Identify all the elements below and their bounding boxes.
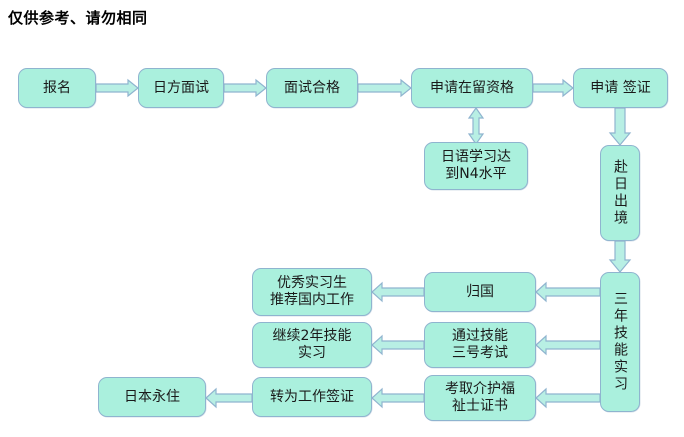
node-zhuanwei-gongzuo-qianzheng[interactable]: 转为工作签证 <box>252 377 372 417</box>
node-sannian-jineng-shixi[interactable]: 三年技能实习 <box>600 272 640 412</box>
edge-n8-n13 <box>535 387 601 409</box>
node-tongguo-jineng-sanhao-kaoshi[interactable]: 通过技能 三号考试 <box>424 322 536 368</box>
edge-n4-n6-double <box>467 106 485 146</box>
node-guiguo[interactable]: 归国 <box>424 272 536 312</box>
node-kaoqu-jiehu-fuzhishi-zhengshu[interactable]: 考取介护福 祉士证书 <box>424 375 536 421</box>
page-title: 仅供参考、请勿相同 <box>8 9 148 27</box>
edge-n9-n10 <box>371 281 425 303</box>
node-riyu-xuexi-n4[interactable]: 日语学习达 到N4水平 <box>424 142 528 190</box>
node-shenqing-qianzheng[interactable]: 申请 签证 <box>573 68 668 108</box>
node-furi-chujing[interactable]: 赴日出境 <box>600 145 640 241</box>
node-rifang-mianshi[interactable]: 日方面试 <box>138 68 224 108</box>
edge-n8-n9 <box>535 281 601 303</box>
node-youxiu-shixisheng-tuijian[interactable]: 优秀实习生 推荐国内工作 <box>252 268 372 316</box>
node-baoming[interactable]: 报名 <box>18 68 96 108</box>
edge-n2-n3 <box>223 78 267 98</box>
edge-n13-n14 <box>371 387 425 409</box>
edge-n3-n4 <box>357 78 412 98</box>
edge-n14-n15 <box>205 387 253 409</box>
edge-n5-n7 <box>608 107 632 146</box>
node-jixu-2nian-jineng-shixi[interactable]: 继续2年技能 实习 <box>252 322 372 368</box>
node-shenqing-zailiu-zige[interactable]: 申请在留资格 <box>411 68 533 108</box>
node-riben-yongzhu[interactable]: 日本永住 <box>98 377 206 417</box>
edge-n8-n11 <box>535 334 601 356</box>
edge-n7-n8 <box>608 240 632 273</box>
edge-n4-n5 <box>532 78 574 98</box>
node-mianshi-hege[interactable]: 面试合格 <box>266 68 358 108</box>
edge-n11-n12 <box>371 334 425 356</box>
edge-n1-n2 <box>95 78 139 98</box>
